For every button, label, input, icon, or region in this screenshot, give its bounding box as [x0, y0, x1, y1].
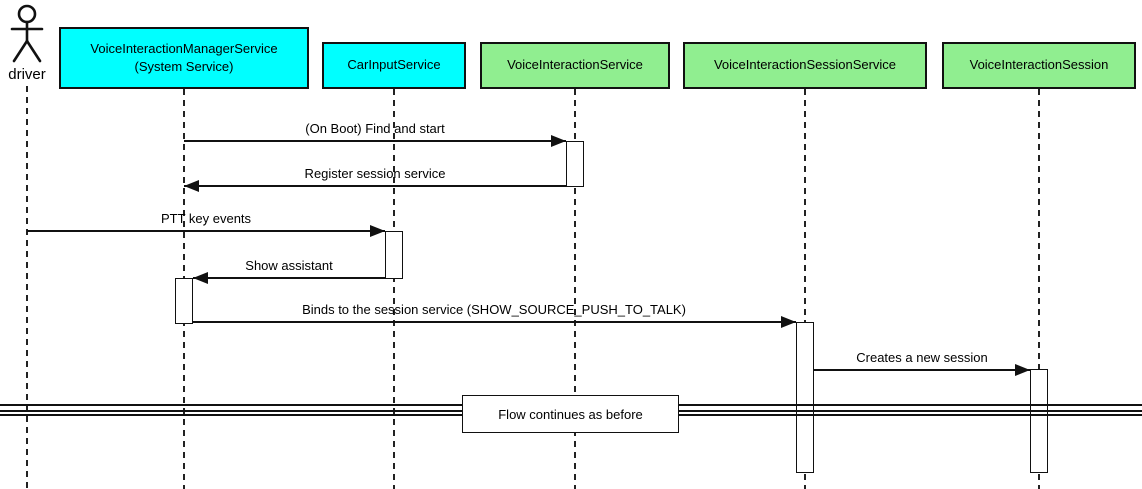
- participant-name: VoiceInteractionSession: [969, 57, 1109, 73]
- message-line: [814, 369, 1030, 371]
- arrowhead-left-icon: [193, 272, 208, 284]
- lifeline-voiceinteractionservice: [574, 89, 576, 489]
- activation-voiceinteractionservice: [566, 141, 584, 187]
- participant-name: VoiceInteractionSessionService: [713, 57, 897, 73]
- activation-voiceinteractionmanagerservice: [175, 278, 193, 324]
- message-label-binds-to-session-service: Binds to the session service (SHOW_SOURC…: [302, 302, 686, 317]
- activation-voiceinteractionsession: [1030, 369, 1048, 473]
- message-label-creates-new-session: Creates a new session: [856, 350, 988, 365]
- participant-box-carinputservice: CarInputService: [322, 42, 466, 89]
- message-line: [193, 277, 385, 279]
- message-label-show-assistant: Show assistant: [245, 258, 333, 273]
- lifeline-voiceinteractionsession: [1038, 89, 1040, 489]
- participant-box-voiceinteractionsessionservice: VoiceInteractionSessionService: [683, 42, 927, 89]
- arrowhead-right-icon: [1015, 364, 1030, 376]
- participant-name: VoiceInteractionService: [507, 57, 643, 73]
- arrowhead-right-icon: [551, 135, 566, 147]
- message-line: [27, 230, 385, 232]
- message-line: [193, 321, 796, 323]
- participant-box-voiceinteractionmanagerservice: VoiceInteractionManagerService (System S…: [59, 27, 309, 89]
- participant-box-voiceinteractionsession: VoiceInteractionSession: [942, 42, 1136, 89]
- participant-name: CarInputService: [347, 57, 441, 73]
- lifeline-carinputservice: [393, 89, 395, 489]
- divider-label: Flow continues as before: [498, 406, 643, 422]
- activation-voiceinteractionsessionservice: [796, 322, 814, 473]
- participant-subtitle: (System Service): [134, 59, 234, 74]
- message-line: [184, 140, 566, 142]
- divider-label-box: Flow continues as before: [462, 395, 679, 433]
- participant-name: VoiceInteractionManagerService: [90, 40, 278, 56]
- message-label-register-session-service: Register session service: [304, 166, 446, 181]
- actor-label: driver: [8, 66, 46, 83]
- arrowhead-right-icon: [781, 316, 796, 328]
- arrowhead-left-icon: [184, 180, 199, 192]
- lifeline-driver: [26, 86, 28, 489]
- message-line: [184, 185, 566, 187]
- message-label-ptt-key-events: PTT key events: [160, 211, 252, 226]
- participant-box-voiceinteractionservice: VoiceInteractionService: [480, 42, 670, 89]
- message-label-on-boot-find-and-start: (On Boot) Find and start: [305, 121, 445, 136]
- actor-icon: [10, 4, 44, 63]
- activation-carinputservice: [385, 231, 403, 279]
- arrowhead-right-icon: [370, 225, 385, 237]
- lifeline-voiceinteractionsessionservice: [804, 89, 806, 489]
